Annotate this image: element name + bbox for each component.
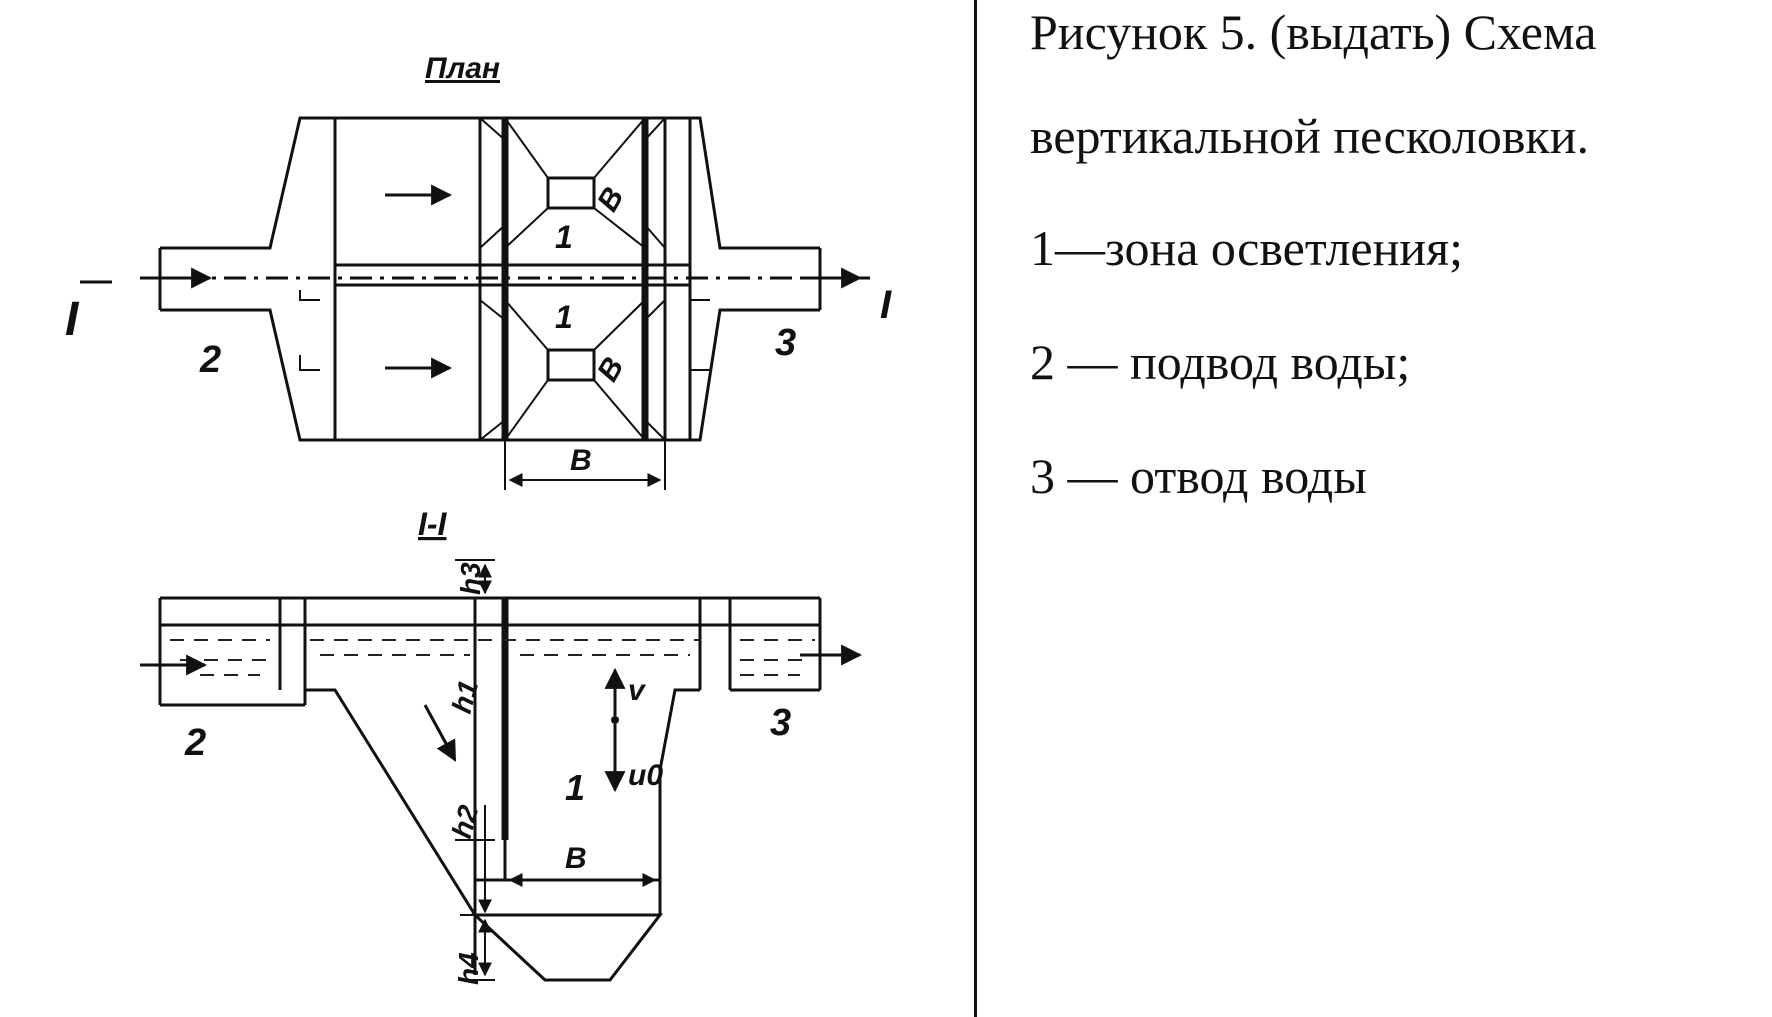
plan-section-mark-left: I (65, 293, 80, 346)
plan-center-divider (335, 263, 690, 287)
plan-section-mark-right: I (880, 283, 892, 327)
plan-label-B-top: B (591, 182, 630, 217)
plan-inner-walls (333, 118, 692, 440)
section-view: I-I h3 h1 h2 h4 v u0 1 2 (140, 506, 863, 985)
plan-label-zone-bottom: 1 (555, 299, 573, 335)
section-label-zone: 1 (565, 767, 585, 808)
plan-outline (158, 116, 822, 442)
section-label-h2: h2 (446, 802, 485, 842)
plan-label-outlet: 3 (775, 322, 796, 364)
section-label-u0: u0 (628, 759, 663, 792)
caption-item-1: 1—зона осветления; (1030, 220, 1464, 276)
section-title: I-I (418, 506, 448, 542)
section-particle-dot (611, 716, 619, 724)
vertical-divider (974, 0, 977, 1017)
sand-trap-diagram: План B B B (65, 52, 892, 985)
plan-hopper-bottom (479, 299, 666, 441)
section-channel (158, 596, 822, 707)
caption-item-2: 2 — подвод воды; (1030, 334, 1411, 390)
section-label-inlet: 2 (184, 722, 206, 764)
section-label-h4: h4 (453, 952, 484, 985)
section-hopper (471, 913, 664, 982)
section-height-ticks (455, 559, 495, 981)
plan-view: План B B B (65, 52, 892, 490)
section-label-h1: h1 (446, 677, 484, 717)
caption-item-3: 3 — отвод воды (1030, 448, 1367, 504)
section-channel-posts (278, 598, 732, 705)
caption-title-line2: вертикальной песколовки. (1030, 108, 1589, 164)
section-label-h3: h3 (455, 562, 486, 595)
plan-hopper-top (479, 117, 666, 249)
section-water-lines (170, 639, 815, 676)
plan-bracket-marks (299, 290, 710, 371)
plan-label-B-bottom: B (591, 352, 630, 387)
section-flow-arrow (423, 704, 457, 762)
plan-dim-B-line (504, 440, 666, 490)
caption-title-line1: Рисунок 5. (выдать) Схема (1030, 4, 1597, 60)
plan-label-inlet: 2 (199, 339, 221, 381)
plan-title: План (425, 52, 500, 85)
section-tank-body (305, 688, 700, 916)
section-label-outlet: 3 (770, 702, 791, 744)
section-dim-B: B (565, 842, 587, 875)
plan-label-zone-top: 1 (555, 219, 573, 255)
section-label-v: v (628, 674, 647, 707)
plan-dim-B: B (570, 444, 592, 477)
